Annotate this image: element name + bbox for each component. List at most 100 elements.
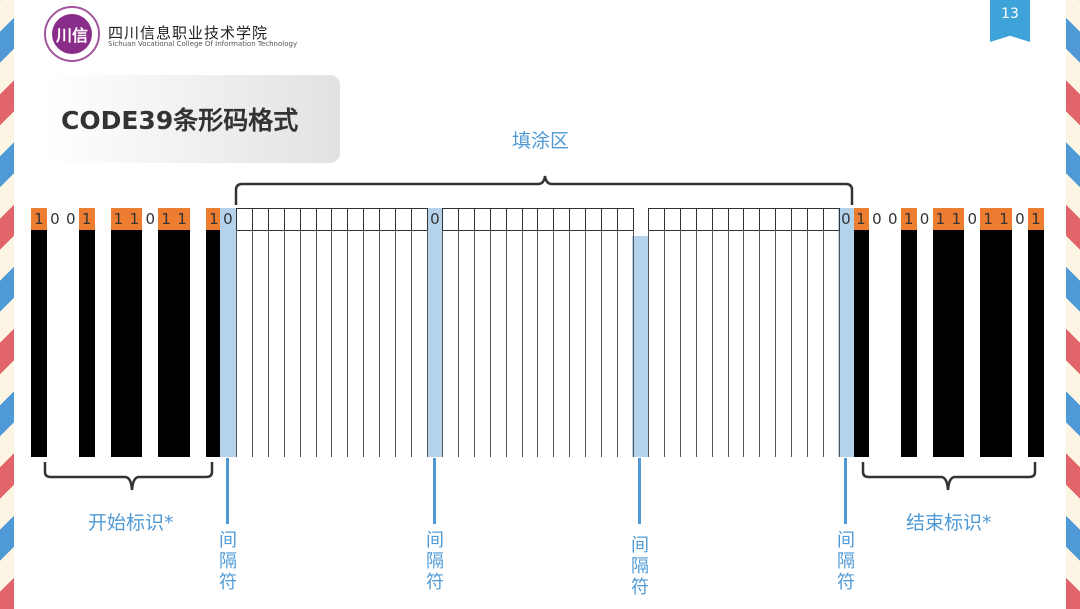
fill-cell-top	[363, 208, 381, 231]
separator-bar: 0	[220, 208, 236, 457]
fill-cell-top	[315, 208, 333, 231]
start-bit-label: 0	[142, 208, 159, 230]
fill-cell-top	[585, 208, 602, 231]
fill-cell	[695, 230, 713, 457]
start-bar	[62, 230, 79, 457]
school-name: 四川信息职业技术学院	[108, 24, 269, 42]
fill-cell-top	[505, 208, 523, 231]
end-bit-label: 1	[900, 208, 917, 230]
fill-cell	[473, 230, 491, 457]
fill-cell	[569, 230, 586, 457]
separator-pointer	[226, 458, 229, 524]
fill-area-label: 填涂区	[512, 130, 570, 152]
end-bit-label: 0	[884, 208, 901, 230]
fill-area-brace	[234, 175, 854, 205]
fill-cell-top	[822, 208, 840, 231]
fill-cell-top	[663, 208, 681, 231]
start-bit-label	[94, 208, 111, 230]
fill-cell-top	[616, 208, 634, 231]
fill-cell-top	[743, 208, 761, 231]
fill-cell	[505, 230, 523, 457]
airmail-border-left	[0, 0, 14, 609]
separator-label: 间隔符	[837, 530, 855, 593]
fill-cell	[537, 230, 554, 457]
start-bit-label: 0	[46, 208, 63, 230]
end-bar	[884, 230, 901, 457]
school-name-en: Sichuan Vocational College Of Informatio…	[108, 40, 298, 48]
end-label: 结束标识*	[906, 512, 992, 534]
fill-cell	[759, 230, 776, 457]
fill-cell	[521, 230, 539, 457]
fill-cell-top	[236, 208, 253, 231]
separator-bar: 0	[427, 208, 443, 457]
fill-cell-top	[759, 208, 777, 231]
fill-cell-top	[347, 208, 365, 231]
school-logo: 川信	[44, 6, 100, 62]
separator-label: 间隔符	[631, 535, 649, 598]
slide-title: CODE39条形码格式	[45, 75, 340, 163]
end-bit-label: 0	[1012, 208, 1028, 230]
end-bar	[948, 230, 965, 457]
start-bit-label: 1	[126, 208, 143, 230]
end-bar	[868, 230, 885, 457]
fill-cell	[315, 230, 333, 457]
end-bit-label: 1	[948, 208, 965, 230]
start-bar	[94, 230, 111, 457]
separator-pointer	[433, 458, 436, 524]
fill-cell	[585, 230, 602, 457]
fill-cell-top	[283, 208, 301, 231]
end-bit-label: 1	[996, 208, 1012, 230]
end-bar	[996, 230, 1012, 457]
start-bar	[205, 230, 222, 457]
fill-cell-top	[648, 208, 665, 231]
start-bar	[31, 230, 47, 457]
end-bit-label: 1	[980, 208, 997, 230]
airmail-border-right	[1066, 0, 1080, 609]
fill-cell	[553, 230, 570, 457]
end-bit-label: 0	[916, 208, 933, 230]
start-bar	[158, 230, 175, 457]
fill-cell	[457, 230, 475, 457]
start-bar	[174, 230, 190, 457]
fill-cell-top	[251, 208, 269, 231]
fill-cell-top	[410, 208, 428, 231]
fill-cell-top	[807, 208, 824, 231]
separator-pointer	[844, 458, 847, 524]
fill-cell-top	[395, 208, 412, 231]
end-bar	[916, 230, 933, 457]
start-bit-label: 1	[205, 208, 222, 230]
fill-cell	[379, 230, 396, 457]
fill-cell-top	[711, 208, 729, 231]
fill-cell	[743, 230, 760, 457]
start-bit-label: 1	[31, 208, 47, 230]
fill-cell-top	[267, 208, 285, 231]
start-bar	[110, 230, 127, 457]
end-brace	[861, 462, 1037, 491]
separator-bar: 0	[838, 208, 854, 457]
fill-cell-top	[679, 208, 697, 231]
end-bit-label: 1	[932, 208, 949, 230]
fill-cell	[395, 230, 412, 457]
end-bar	[980, 230, 997, 457]
start-bit-label: 0	[62, 208, 79, 230]
fill-cell	[267, 230, 285, 457]
end-bit-label: 1	[1027, 208, 1044, 230]
fill-cell	[283, 230, 301, 457]
end-bar	[853, 230, 869, 457]
fill-cell	[299, 230, 317, 457]
fill-cell-top	[775, 208, 793, 231]
fill-cell-top	[537, 208, 555, 231]
end-bit-label: 0	[868, 208, 885, 230]
start-bit-label: 1	[158, 208, 175, 230]
fill-cell	[616, 230, 634, 457]
fill-cell	[663, 230, 681, 457]
end-bar	[964, 230, 981, 457]
fill-cell	[727, 230, 745, 457]
fill-cell-top	[473, 208, 491, 231]
fill-cell	[711, 230, 729, 457]
fill-cell	[775, 230, 792, 457]
fill-cell-top	[379, 208, 396, 231]
fill-cell	[489, 230, 507, 457]
end-bar	[932, 230, 949, 457]
